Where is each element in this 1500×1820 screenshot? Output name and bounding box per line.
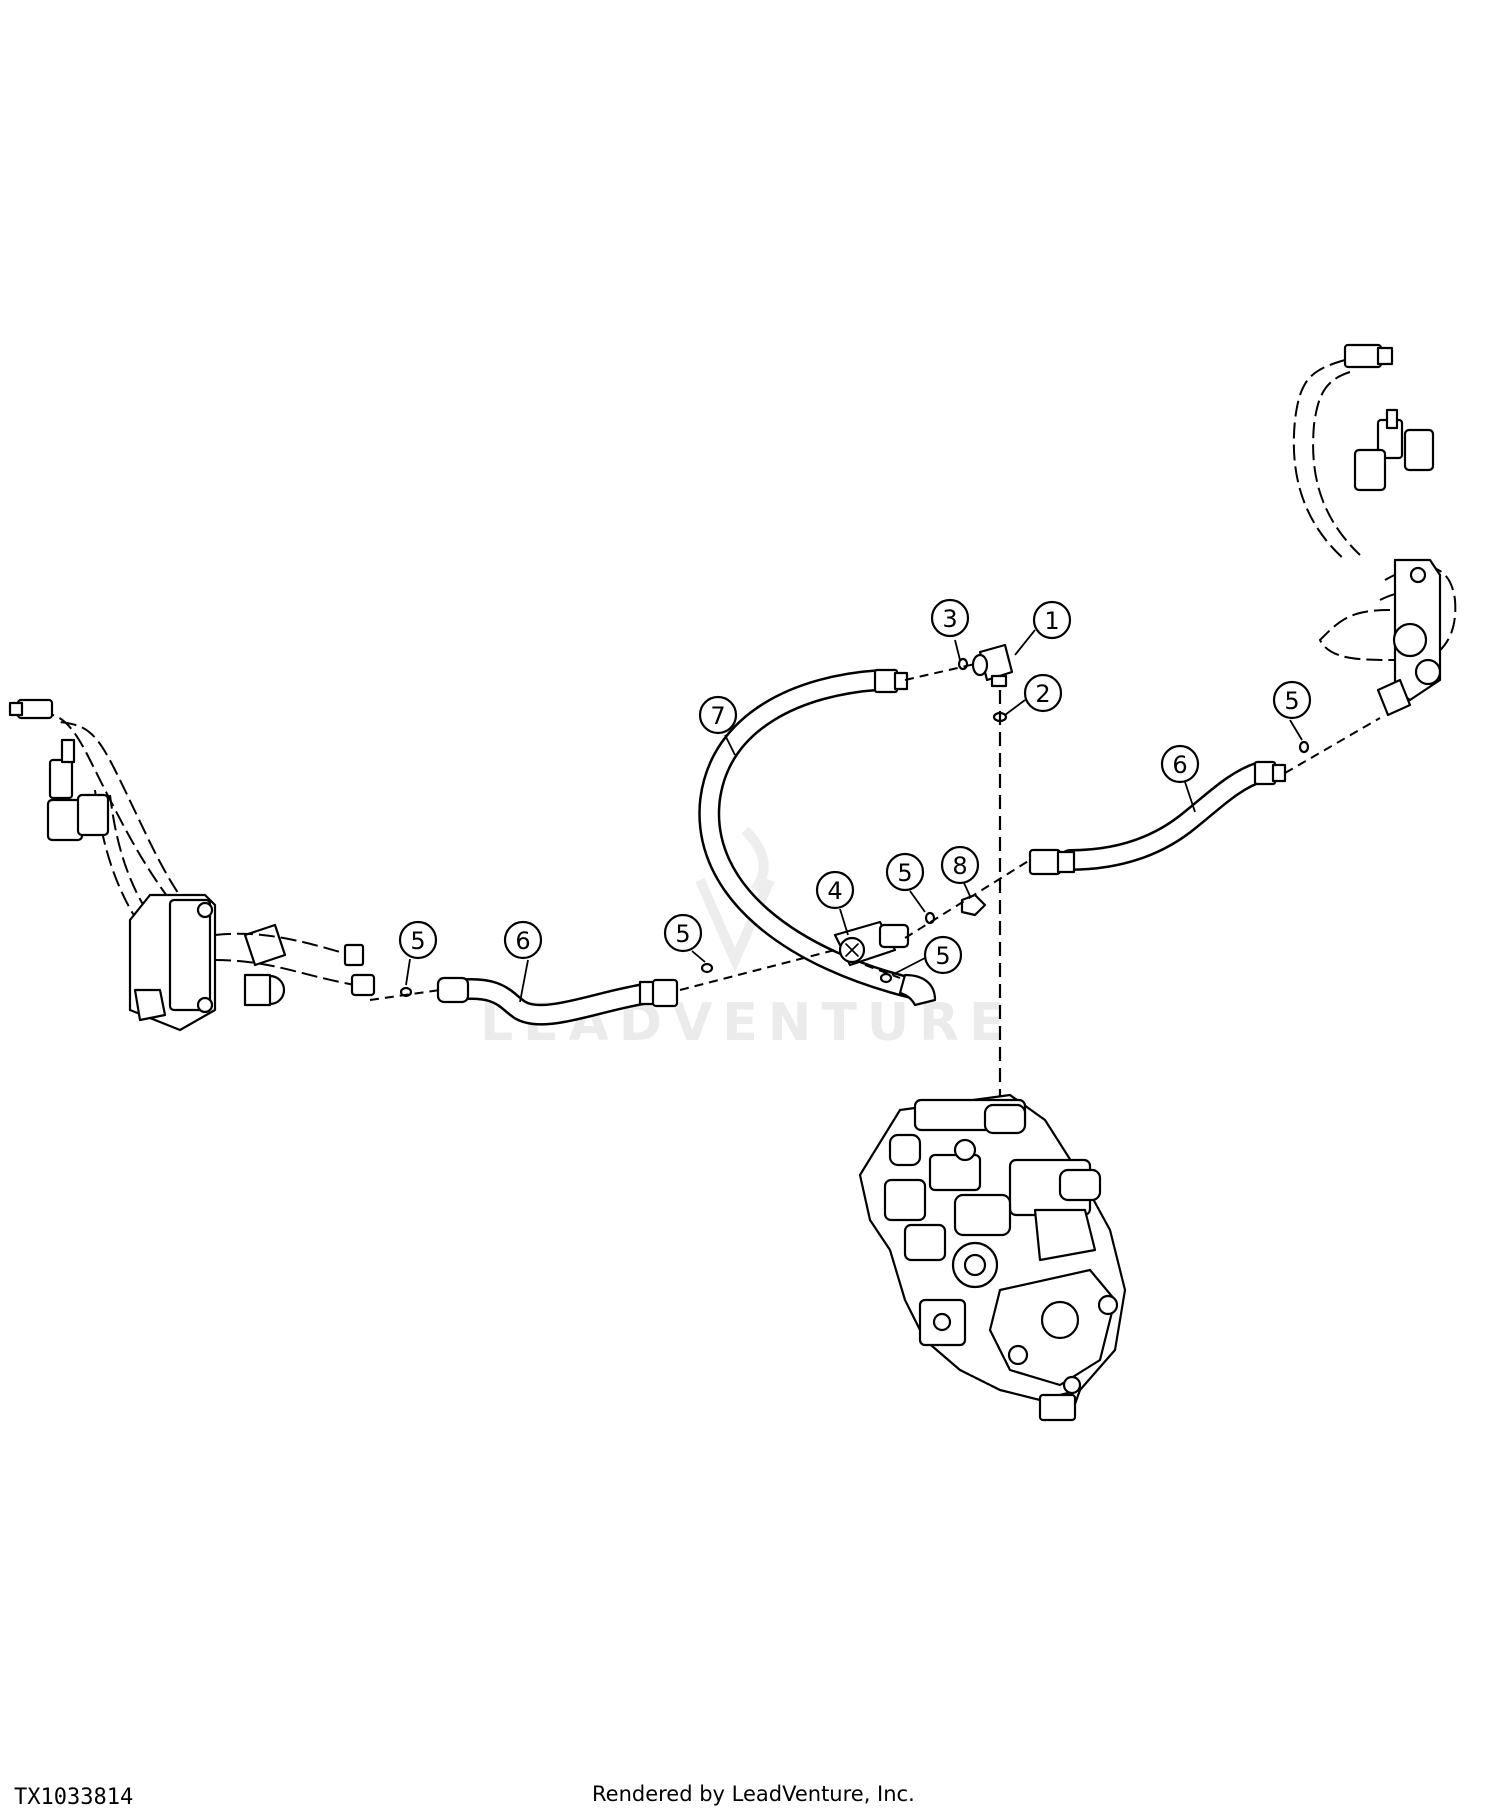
fitting-1	[971, 643, 1014, 688]
hydraulic-pump	[858, 1093, 1127, 1422]
hose-right-6	[1028, 760, 1287, 876]
callout-5c: 5	[885, 852, 926, 913]
callout-6b: 6	[1160, 744, 1200, 813]
hose-left-6	[436, 976, 679, 1026]
callout-6a: 6	[503, 920, 543, 1003]
callout-1: 1	[1014, 600, 1072, 656]
callout-7: 7	[698, 695, 738, 756]
connection-lines	[369, 663, 1381, 1100]
callout-4-label: 4	[827, 877, 842, 905]
callout-5d-label: 5	[935, 942, 950, 970]
callout-5b-label: 5	[675, 920, 690, 948]
figure-id: TX1033814	[14, 1785, 134, 1810]
fitting-4	[833, 920, 910, 967]
credit-text: Rendered by LeadVenture, Inc.	[592, 1782, 915, 1806]
callout-8: 8	[940, 845, 980, 897]
callout-8-label: 8	[952, 852, 967, 880]
callout-3: 3	[930, 598, 970, 661]
callout-2-label: 2	[1035, 680, 1050, 708]
callout-5d: 5	[891, 935, 963, 976]
callout-5c-label: 5	[897, 859, 912, 887]
callout-3-label: 3	[942, 605, 957, 633]
callout-5a: 5	[398, 920, 438, 986]
callouts: 1 2 3 4 5 5 5	[398, 598, 1312, 1003]
callout-6a-label: 6	[515, 927, 530, 955]
callout-1-label: 1	[1044, 607, 1059, 635]
callout-6b-label: 6	[1172, 751, 1187, 779]
callout-5a-label: 5	[410, 927, 425, 955]
callout-7-label: 7	[710, 702, 725, 730]
callout-4: 4	[815, 870, 855, 936]
left-motor-assembly	[8, 698, 376, 1032]
hose-7	[698, 668, 937, 1007]
callout-2: 2	[1004, 673, 1063, 716]
right-motor-assembly	[1292, 343, 1457, 717]
callout-5b: 5	[663, 913, 706, 963]
callout-5e: 5	[1272, 680, 1312, 741]
callout-5e-label: 5	[1284, 687, 1299, 715]
